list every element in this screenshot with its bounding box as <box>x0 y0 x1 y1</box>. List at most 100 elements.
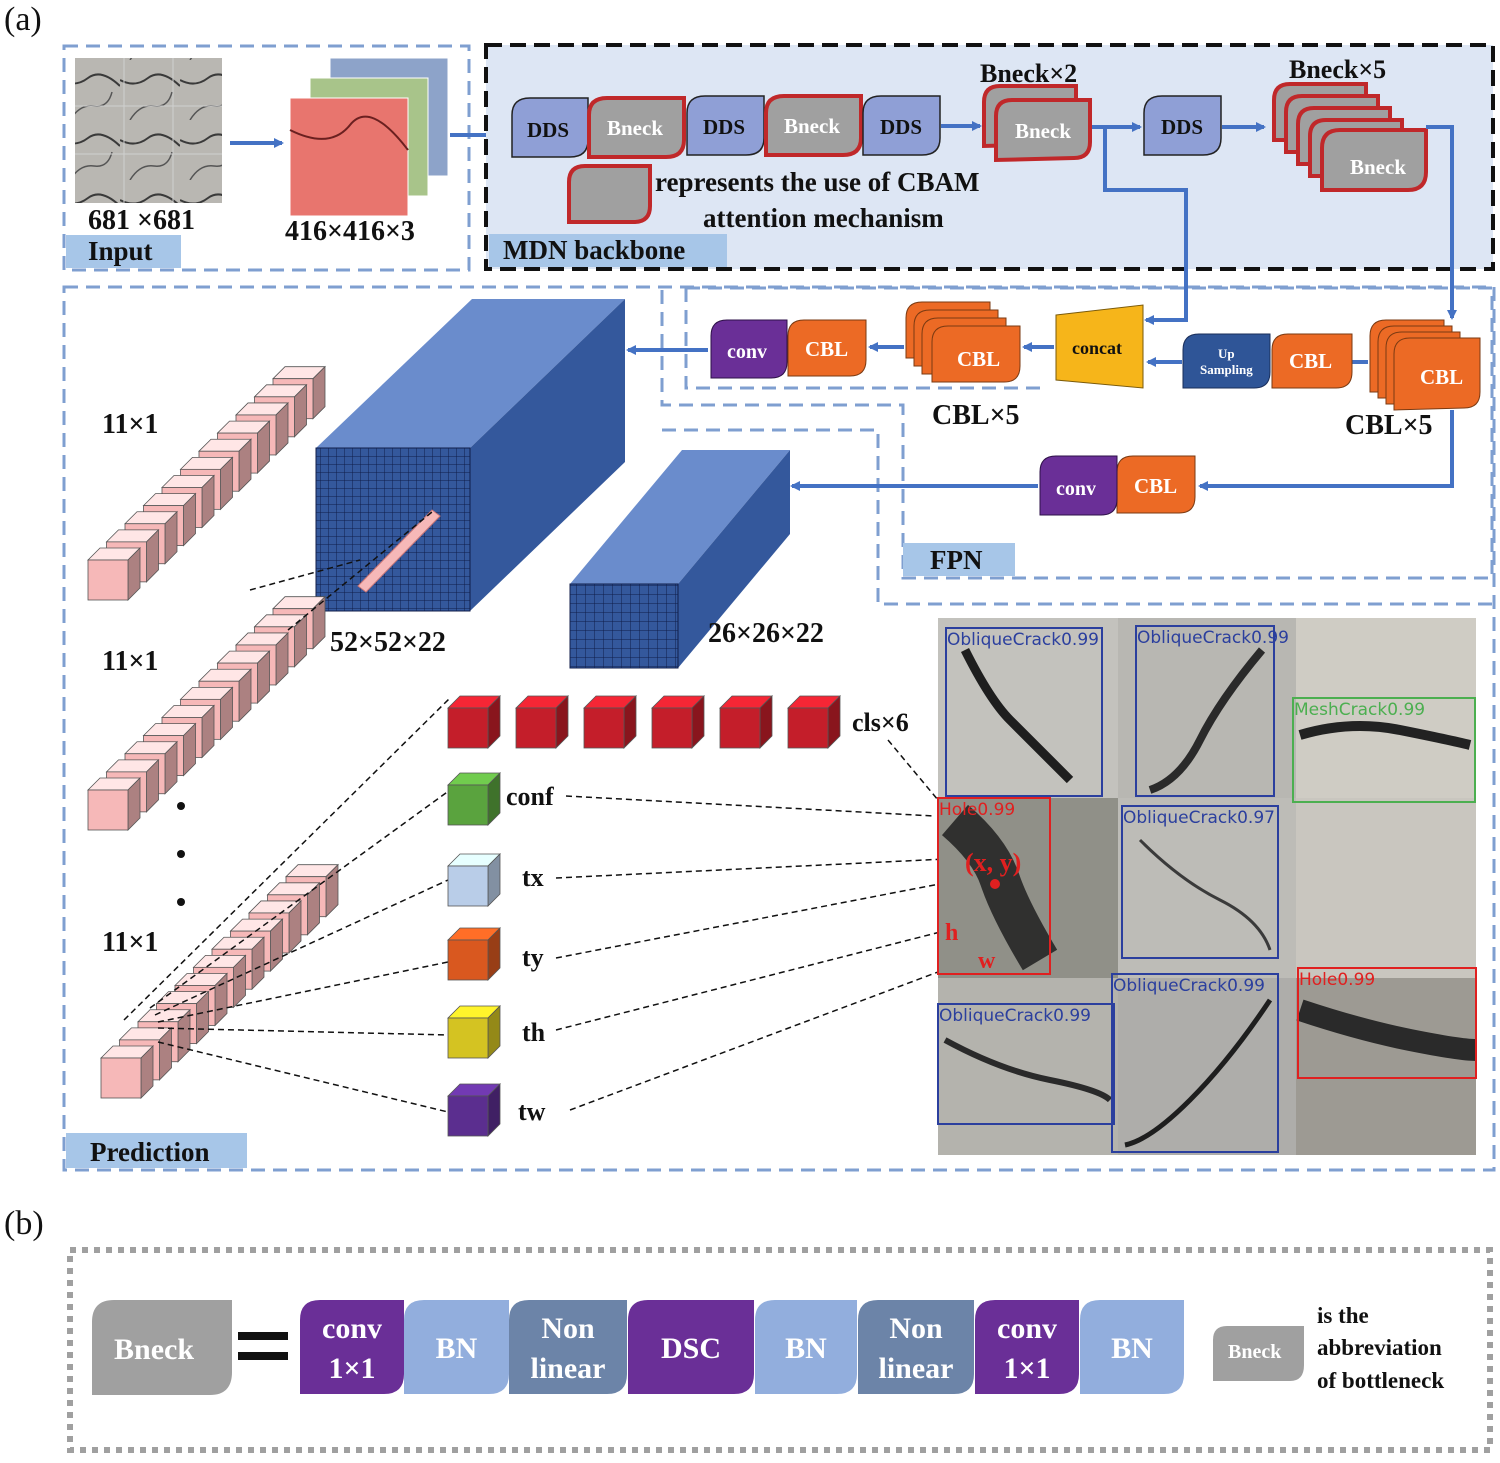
bottleneck-block-2: BN <box>404 1300 509 1394</box>
input-image <box>75 58 222 203</box>
detection-box-7: ObliqueCrack0.99 <box>1111 973 1279 1153</box>
svg-text:CBL: CBL <box>1420 365 1463 389</box>
legend-bneck-icon: Bneck <box>1213 1326 1304 1381</box>
fpn-conv-lower: conv <box>1039 455 1118 516</box>
vector-3-cell-1 <box>100 1045 154 1099</box>
detection-label-3: MeshCrack0.99 <box>1294 700 1425 720</box>
th-cube <box>447 1005 501 1059</box>
ellipsis-dot-1 <box>177 802 185 810</box>
center-point <box>990 879 1000 889</box>
detection-box-4: Hole0.99 <box>937 797 1051 975</box>
input-title-tab <box>66 235 181 268</box>
backbone-bneck-x2: Bneck <box>982 84 1092 163</box>
panel-a-label: (a) <box>4 1 42 38</box>
svg-text:Bneck: Bneck <box>114 1333 194 1366</box>
detection-mosaic <box>938 618 1477 1155</box>
cls-cube-5 <box>719 695 773 749</box>
detection-label-1: ObliqueCrack0.99 <box>947 630 1099 650</box>
ellipsis-dot-2 <box>177 850 185 858</box>
bneck-x2-label: Bneck×2 <box>980 59 1077 88</box>
input-size-resized: 416×416×3 <box>285 216 415 247</box>
svg-text:CBL: CBL <box>805 337 848 361</box>
bneck-x5-label: Bneck×5 <box>1289 55 1386 84</box>
bottleneck-block-5: BN <box>755 1300 857 1394</box>
svg-text:DDS: DDS <box>703 115 745 139</box>
detection-label-2: ObliqueCrack0.99 <box>1137 628 1289 648</box>
vector-1-cell-1 <box>87 547 141 601</box>
svg-text:Non: Non <box>541 1312 595 1345</box>
bottleneck-block-7: conv 1×1 <box>975 1300 1079 1394</box>
svg-text:DDS: DDS <box>1161 115 1203 139</box>
svg-text:CBL: CBL <box>1289 349 1332 373</box>
svg-text:DDS: DDS <box>880 115 922 139</box>
backbone-dds-1: DDS <box>511 97 589 158</box>
prediction-outputs <box>447 695 841 1137</box>
fpn-cbl-lower: CBL <box>1116 455 1196 514</box>
input-size-original: 681 ×681 <box>88 205 195 236</box>
fpn-cbl-stack-left: CBL <box>905 301 1021 383</box>
output-th-label: th <box>522 1018 546 1047</box>
output-tx-label: tx <box>522 863 544 892</box>
legend-line1: is the <box>1317 1303 1369 1328</box>
rgb-channel-stack <box>289 57 449 217</box>
ellipsis-dot-3 <box>177 898 185 906</box>
fpn-upsampling: Up Sampling <box>1182 333 1271 389</box>
feature-cube-26 <box>569 450 790 669</box>
legend-line2: abbreviation <box>1317 1335 1442 1360</box>
tx-cube <box>447 853 501 907</box>
detection-label-8: Hole0.99 <box>1299 970 1375 990</box>
backbone-bneck-x5: Bneck <box>1272 82 1428 192</box>
svg-text:Bneck: Bneck <box>784 114 840 138</box>
detection-box-3: MeshCrack0.99 <box>1292 697 1476 803</box>
bottleneck-region <box>67 1247 1493 1453</box>
fpn-title: FPN <box>930 545 983 575</box>
svg-text:Bneck: Bneck <box>607 116 663 140</box>
backbone-dds-2: DDS <box>686 95 765 156</box>
cls-cube-2 <box>515 695 569 749</box>
fpn-cbl-upper: CBL <box>787 319 867 377</box>
panel-b-label: (b) <box>4 1205 44 1242</box>
overlay-h: h <box>945 920 958 946</box>
detection-label-4: Hole0.99 <box>939 800 1015 820</box>
bneck-lhs: Bneck <box>92 1300 232 1395</box>
cube-small-label: 26×26×22 <box>708 618 824 649</box>
cls-cube-1 <box>447 695 501 749</box>
vector-label-2: 11×1 <box>102 646 158 677</box>
svg-text:1×1: 1×1 <box>1003 1352 1050 1385</box>
feature-cube-52 <box>315 299 625 612</box>
svg-text:conv: conv <box>997 1312 1057 1345</box>
conf-cube <box>447 772 501 826</box>
fpn-cbl-x5-right-label: CBL×5 <box>1345 410 1433 441</box>
vector-label-3: 11×1 <box>102 927 158 958</box>
cube-large-label: 52×52×22 <box>330 627 446 658</box>
svg-text:CBL: CBL <box>957 347 1000 371</box>
cbam-note-line1: represents the use of CBAM <box>655 167 979 197</box>
prediction-title-tab <box>66 1133 247 1168</box>
backbone-bneck-cbam-2: Bneck <box>764 94 863 157</box>
cbam-legend-shape <box>567 164 652 224</box>
detection-label-6: ObliqueCrack0.99 <box>939 1006 1091 1026</box>
output-cls-label: cls×6 <box>852 708 909 737</box>
detection-label-7: ObliqueCrack0.99 <box>1113 976 1265 996</box>
detection-box-2: ObliqueCrack0.99 <box>1135 625 1289 797</box>
cls-cube-3 <box>583 695 637 749</box>
equals-sign <box>238 1332 288 1360</box>
overlay-xy: (x, y) <box>965 848 1021 877</box>
backbone-title-tab <box>489 234 727 267</box>
detection-label-5: ObliqueCrack0.97 <box>1123 808 1275 828</box>
detection-box-5: ObliqueCrack0.97 <box>1121 805 1279 959</box>
cls-cube-6 <box>787 695 841 749</box>
output-conf-label: conf <box>506 782 554 811</box>
fpn-cbl-stack-right: CBL <box>1369 319 1481 411</box>
svg-text:Bneck: Bneck <box>1350 155 1406 179</box>
fpn-cbl-before-upsample: CBL <box>1271 333 1353 389</box>
cbam-note-line2: attention mechanism <box>703 203 944 233</box>
svg-text:conv: conv <box>322 1312 382 1345</box>
svg-text:BN: BN <box>436 1332 478 1365</box>
vector-label-1: 11×1 <box>102 409 158 440</box>
backbone-dds-4: DDS <box>1143 95 1222 156</box>
